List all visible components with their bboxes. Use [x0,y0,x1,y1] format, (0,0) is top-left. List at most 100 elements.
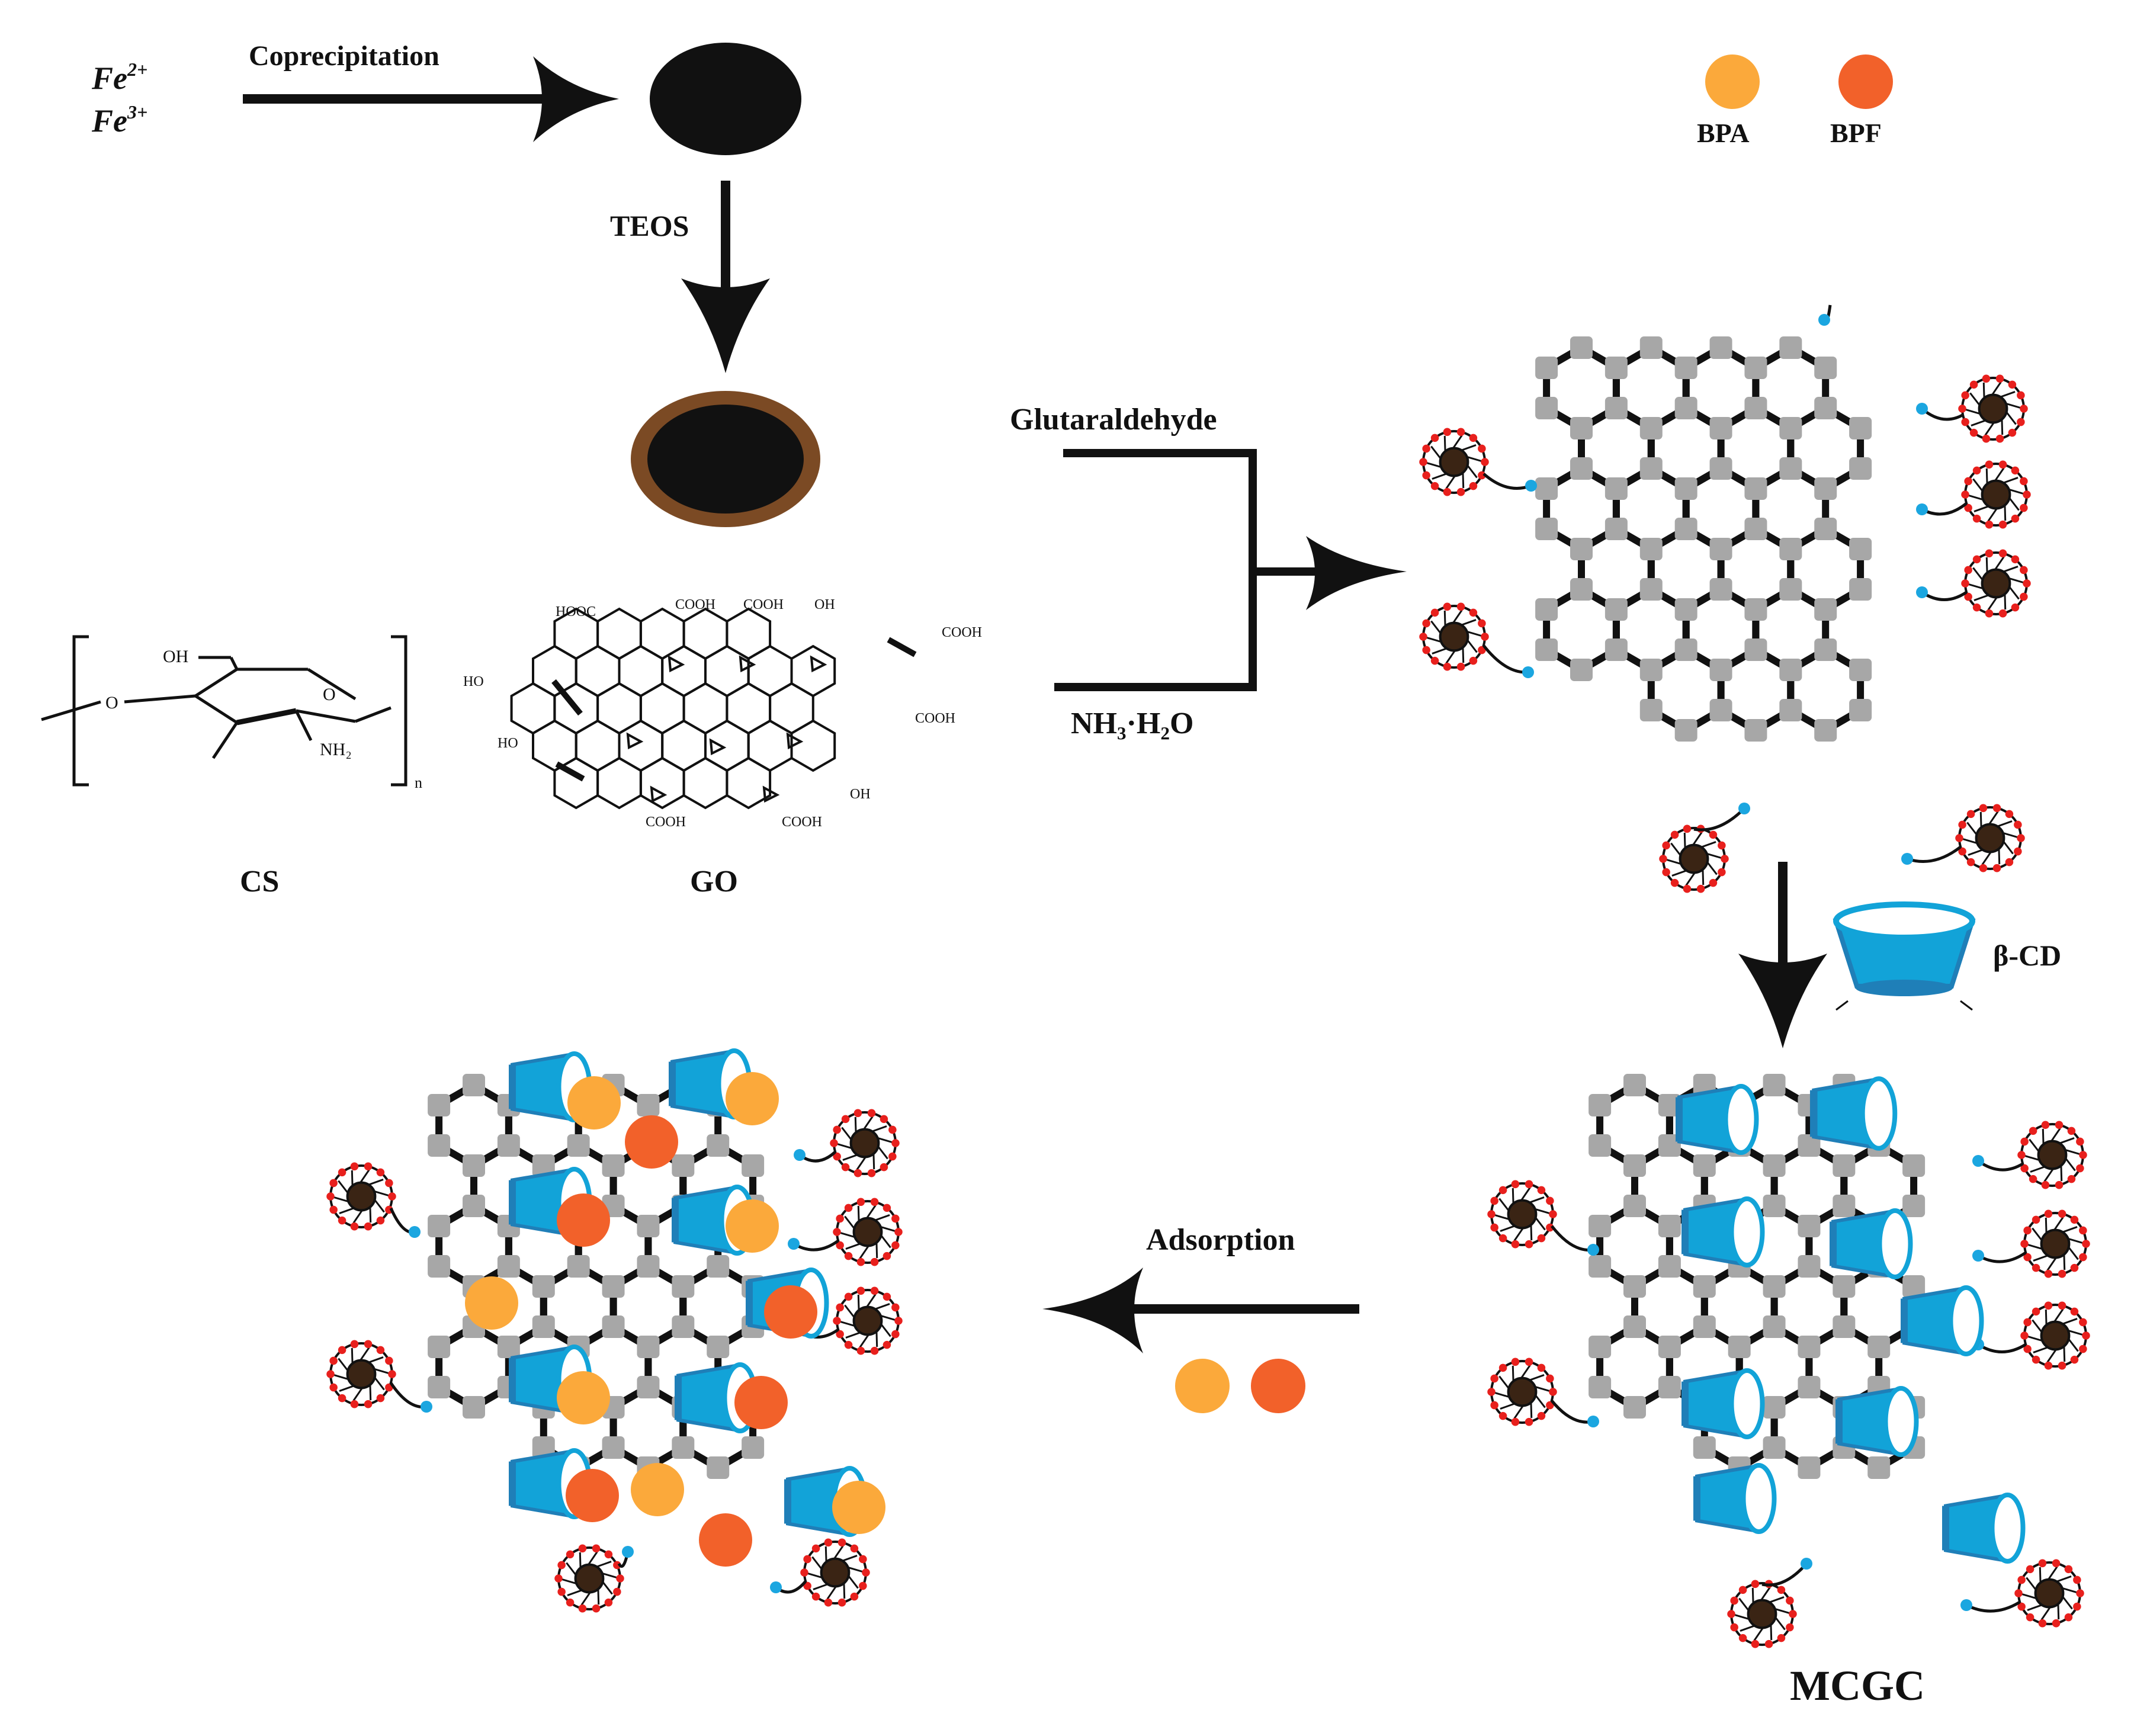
network-node [1902,1195,1926,1217]
magnetic-particle [2020,1301,2090,1370]
link-node [794,1149,806,1161]
network-node [637,1215,660,1237]
network-node [1763,1154,1786,1177]
network-node [1814,477,1837,500]
network-node [532,1315,555,1338]
svg-text:COOH: COOH [743,597,784,612]
bpa-molecule [631,1463,684,1516]
network-node [1833,1195,1856,1217]
svg-text:COOH: COOH [782,814,822,830]
network-node [1744,477,1767,500]
network-node [1744,397,1767,419]
bpf-molecule [699,1513,752,1567]
network-node [742,1436,765,1459]
network-node [1814,638,1837,661]
network-node [1604,638,1628,661]
magnetic-particle [1961,549,2031,618]
network-node [1849,538,1872,560]
svg-text:COOH: COOH [942,625,982,640]
reaction-bracket [1054,449,1350,691]
network-node [1589,1376,1612,1398]
network-node [1535,397,1558,419]
network-node [1814,397,1837,419]
network-node [1639,538,1663,560]
network-node [1849,659,1872,681]
network-node [463,1074,485,1096]
network-node [463,1396,485,1419]
network-node [1709,538,1732,560]
bpa-molecule [465,1276,518,1330]
magnetic-particle [326,1162,396,1231]
network-node [1763,1195,1786,1217]
beta-cd-cup [1835,1386,1919,1457]
network-node [1709,457,1732,480]
beta-cd-cup [1693,1463,1777,1534]
network-node [1849,417,1872,439]
bpf-molecule [764,1285,817,1339]
svg-text:HOOC: HOOC [556,604,596,620]
link-node [770,1581,782,1593]
network-node [1709,659,1732,681]
magnetic-particle [2020,1209,2090,1278]
link-node [1960,1599,1972,1611]
magnetic-particle [2014,1559,2084,1628]
svg-text:Fe3+: Fe3+ [91,101,147,139]
network-node [1570,578,1593,601]
beta-cd-cup [1942,1493,2026,1564]
adsorbate-bpa [1175,1359,1230,1413]
magnetic-particle [830,1109,900,1177]
svg-text:O: O [105,693,118,713]
network-node [1604,477,1628,500]
network-node [1674,518,1697,540]
adsorption-arrow [1042,1267,1359,1353]
network-node [1849,457,1872,480]
beta-cd-cup [1809,1076,1898,1151]
coprecipitation-arrow [243,56,619,142]
network-node [1814,719,1837,742]
network-node [1589,1336,1612,1358]
network-node [1867,1336,1891,1358]
network-node [1639,417,1663,439]
beta-cd-cup [1901,1285,1984,1356]
network-node [1798,1134,1821,1157]
network-node [1814,598,1837,621]
network-node [1763,1275,1786,1298]
glutaraldehyde-label: Glutaraldehyde [1010,403,1217,437]
network-node [637,1376,660,1398]
network-node [637,1094,660,1116]
network-node [1779,457,1802,480]
network-node [1849,699,1872,721]
network-node [1658,1255,1681,1278]
network-node [707,1456,730,1479]
network-node [1693,1436,1716,1459]
cs-label: CS [240,865,279,899]
network-node [1798,1336,1821,1358]
svg-text:OH: OH [850,787,871,802]
svg-text:OH: OH [814,597,835,612]
link-node [1587,1416,1599,1427]
network-node [602,1436,625,1459]
network-node [1674,719,1697,742]
network-node [1604,397,1628,419]
network-node [742,1154,765,1177]
link-node [1916,503,1928,515]
network-node [567,1255,590,1278]
network-node [1744,357,1767,379]
network-node [1674,477,1697,500]
magnetic-particle [1487,1358,1557,1426]
magnetic-particle [1727,1580,1797,1648]
magnetic-particle [1419,428,1489,496]
network-node [1798,1376,1821,1398]
bpa-molecule [557,1371,610,1424]
legend-bpf-dot [1838,54,1893,109]
network-node [1639,336,1663,359]
network-node [1744,518,1767,540]
beta-cd-icon [1833,901,1976,1011]
magnetic-chitosan-go-network [1419,304,2031,893]
network-node [672,1436,695,1459]
network-node [672,1315,695,1338]
network-node [1779,417,1802,439]
network-node [1693,1154,1716,1177]
network-node [1658,1094,1681,1116]
network-node [1798,1255,1821,1278]
